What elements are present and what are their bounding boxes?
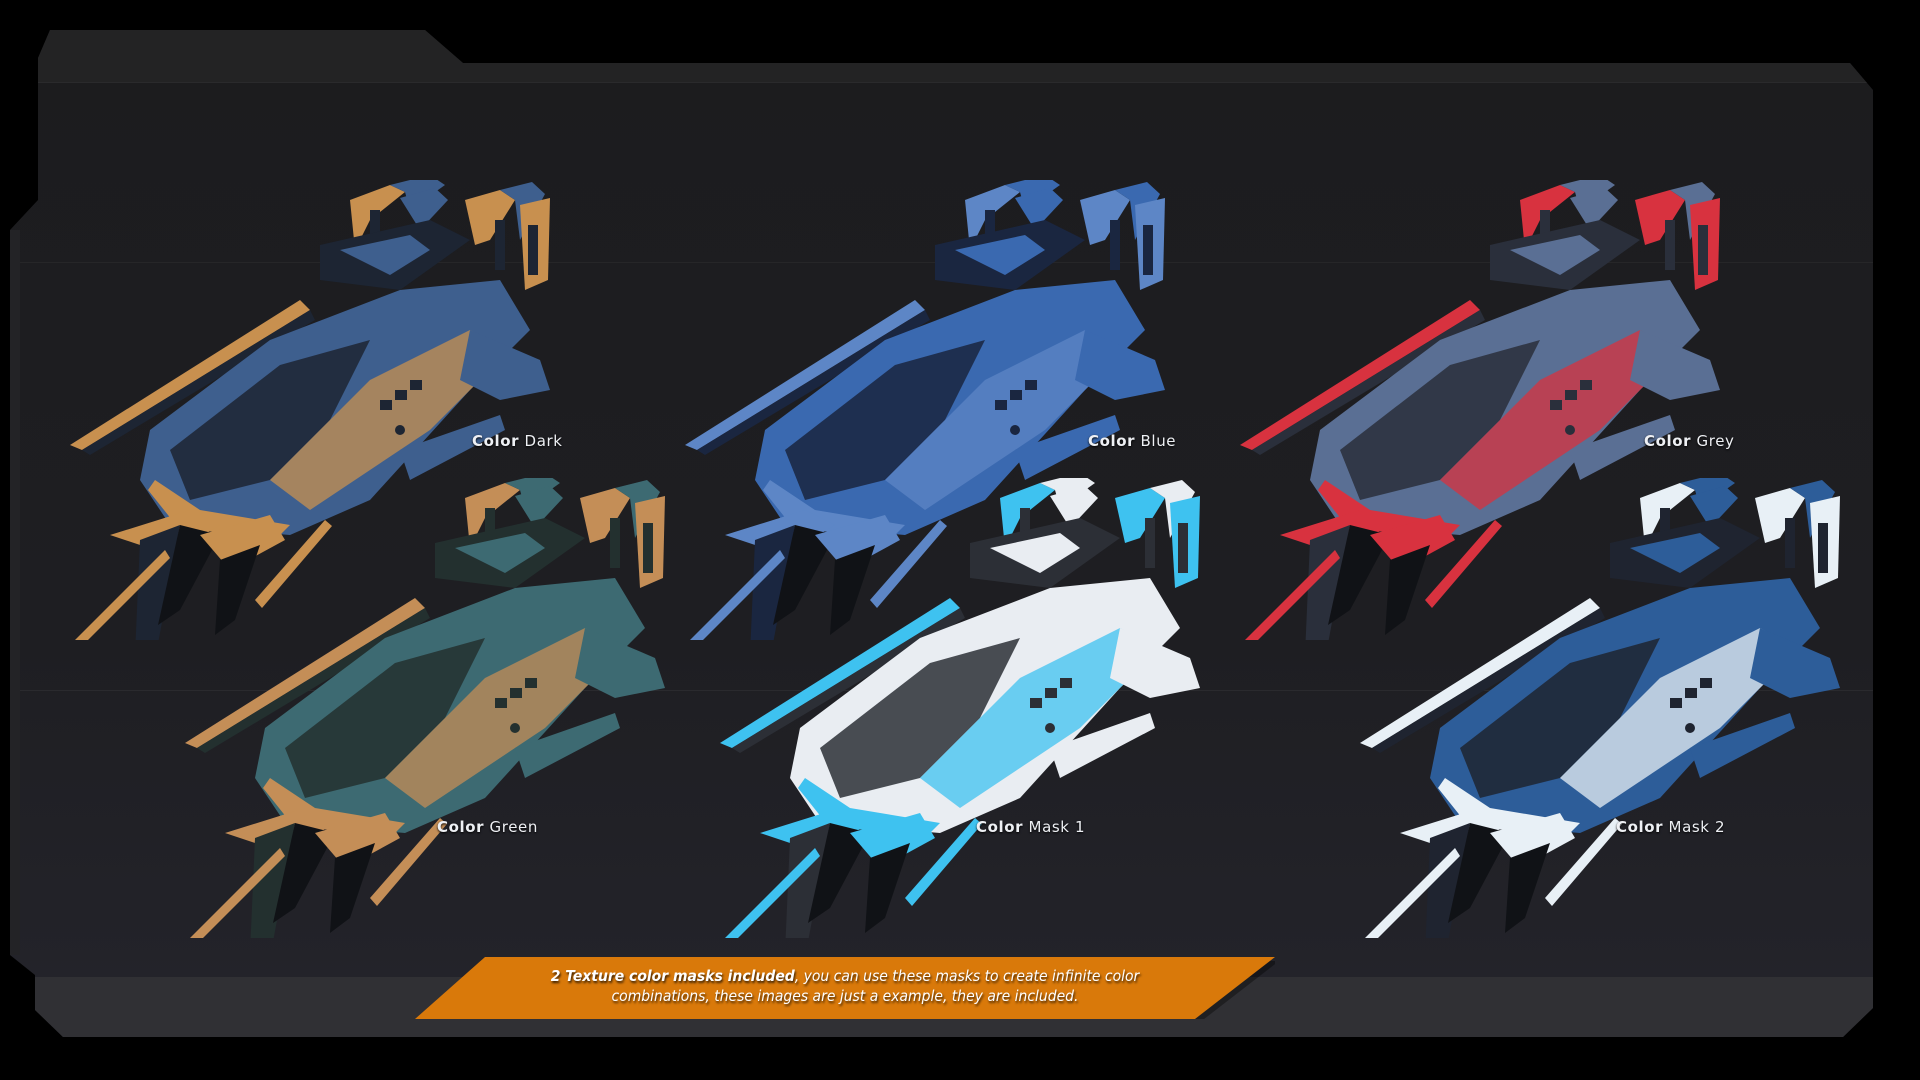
info-banner: 2 Texture color masks included, you can … xyxy=(415,957,1275,1019)
variant-label-dark: Color Dark xyxy=(472,432,563,450)
banner-background-shape xyxy=(415,957,1275,1019)
ship-color-dark xyxy=(70,175,590,660)
ship-color-mask1 xyxy=(720,473,1240,958)
ship-color-grey xyxy=(1240,175,1760,660)
ship-color-green xyxy=(185,473,705,958)
variant-label-blue: Color Blue xyxy=(1088,432,1177,450)
ship-color-mask2 xyxy=(1360,473,1880,958)
variant-label-mask2: Color Mask 2 xyxy=(1616,818,1726,836)
variant-label-grey: Color Grey xyxy=(1644,432,1735,450)
variant-label-mask1: Color Mask 1 xyxy=(976,818,1086,836)
ship-color-blue xyxy=(685,175,1205,660)
banner-text: 2 Texture color masks included, you can … xyxy=(550,967,1140,1005)
variant-label-green: Color Green xyxy=(437,818,538,836)
